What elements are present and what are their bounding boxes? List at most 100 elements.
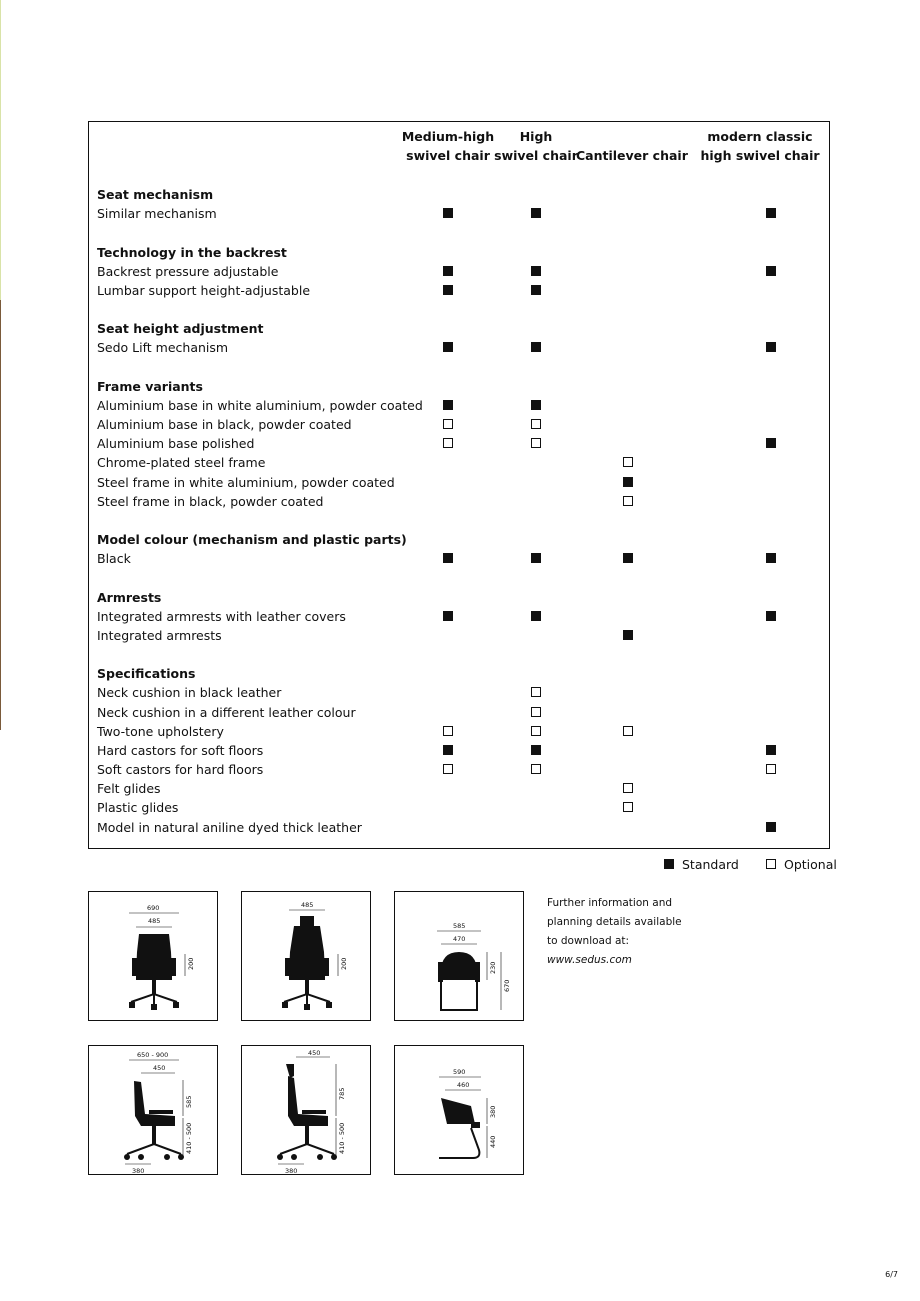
- spec-table-frame: [88, 121, 830, 849]
- optional-marker-icon: [623, 457, 633, 468]
- diagram-medium-high-front: 690 485 200: [88, 891, 218, 1021]
- page-number: 6/7: [885, 1270, 898, 1279]
- chair-front-drawing: 690 485 200: [129, 904, 195, 1010]
- feature-label: Sedo Lift mechanism: [97, 340, 229, 356]
- section-heading: Frame variants: [97, 378, 203, 394]
- feature-label: Aluminium base in white aluminium, powde…: [97, 397, 423, 413]
- standard-marker-icon: [766, 610, 776, 621]
- page-edge-line: [0, 300, 1, 730]
- feature-label: Aluminium base polished: [97, 436, 255, 452]
- svg-text:410 - 500: 410 - 500: [338, 1123, 346, 1154]
- svg-text:450: 450: [308, 1049, 320, 1057]
- svg-text:650 - 900: 650 - 900: [137, 1051, 168, 1059]
- chair-side-drawing: 450 785 410 - 500 380: [277, 1049, 346, 1175]
- standard-marker-icon: [766, 553, 776, 564]
- svg-text:450: 450: [153, 1064, 165, 1072]
- feature-label: Aluminium base in black, powder coated: [97, 417, 352, 433]
- standard-marker-icon: [443, 610, 453, 621]
- svg-text:410 - 500: 410 - 500: [185, 1123, 193, 1154]
- svg-text:200: 200: [187, 958, 195, 970]
- optional-marker-icon: [531, 706, 541, 717]
- feature-label: Two-tone upholstery: [97, 723, 224, 739]
- standard-marker-icon: [531, 342, 541, 353]
- standard-marker-icon: [443, 208, 453, 219]
- svg-text:380: 380: [132, 1167, 144, 1175]
- svg-text:590: 590: [453, 1068, 465, 1076]
- feature-label: Steel frame in white aluminium, powder c…: [97, 474, 395, 490]
- svg-text:200: 200: [340, 958, 348, 970]
- cantilever-front-drawing: 585 470 230 670: [437, 922, 511, 1011]
- legend-standard-label: Standard: [682, 857, 739, 872]
- section-heading: Specifications: [97, 666, 196, 682]
- standard-marker-icon: [623, 629, 633, 640]
- optional-marker-icon: [531, 764, 541, 775]
- standard-marker-icon: [531, 553, 541, 564]
- chair-side-drawing: 650 - 900 450 585 410 - 500 380: [124, 1051, 193, 1175]
- svg-text:380: 380: [489, 1106, 497, 1118]
- optional-marker-icon: [623, 802, 633, 813]
- optional-marker-icon: [531, 438, 541, 449]
- chair-front-drawing: 485 200: [282, 901, 348, 1010]
- section-heading: Seat mechanism: [97, 187, 214, 202]
- standard-marker-icon: [664, 859, 674, 869]
- feature-label: Plastic glides: [97, 800, 179, 816]
- svg-text:485: 485: [301, 901, 313, 909]
- standard-marker-icon: [443, 744, 453, 755]
- column-header-cantilever: Cantilever chair: [576, 148, 688, 163]
- feature-label: Similar mechanism: [97, 206, 217, 222]
- standard-marker-icon: [443, 284, 453, 295]
- info-line: Further information and: [547, 897, 673, 909]
- svg-text:470: 470: [453, 935, 465, 943]
- optional-marker-icon: [531, 419, 541, 430]
- standard-marker-icon: [443, 399, 453, 410]
- diagram-cantilever-front: 585 470 230 670: [394, 891, 524, 1021]
- standard-marker-icon: [443, 342, 453, 353]
- optional-marker-icon: [443, 725, 453, 736]
- cantilever-side-drawing: 590 460 380 440: [439, 1068, 497, 1159]
- optional-marker-icon: [443, 764, 453, 775]
- feature-label: Steel frame in black, powder coated: [97, 493, 324, 509]
- section-heading: Seat height adjustment: [97, 321, 264, 337]
- optional-marker-icon: [531, 725, 541, 736]
- standard-marker-icon: [623, 553, 633, 564]
- standard-marker-icon: [531, 208, 541, 219]
- svg-text:230: 230: [489, 962, 497, 974]
- page-edge-line: [0, 0, 1, 300]
- website-link[interactable]: www.sedus.com: [547, 954, 632, 966]
- diagram-high-front: 485 200: [241, 891, 371, 1021]
- svg-text:670: 670: [503, 980, 511, 992]
- feature-label: Hard castors for soft floors: [97, 742, 264, 758]
- feature-label: Soft castors for hard floors: [97, 762, 264, 778]
- standard-marker-icon: [531, 610, 541, 621]
- standard-marker-icon: [531, 265, 541, 276]
- feature-label: Black: [97, 551, 131, 567]
- svg-text:485: 485: [148, 917, 160, 925]
- feature-label: Integrated armrests with leather covers: [97, 608, 346, 624]
- optional-marker-icon: [623, 495, 633, 506]
- standard-marker-icon: [766, 208, 776, 219]
- svg-text:460: 460: [457, 1081, 469, 1089]
- standard-marker-icon: [623, 476, 633, 487]
- svg-text:585: 585: [453, 922, 465, 930]
- standard-marker-icon: [531, 284, 541, 295]
- feature-label: Chrome-plated steel frame: [97, 455, 266, 471]
- standard-marker-icon: [766, 744, 776, 755]
- optional-marker-icon: [623, 783, 633, 794]
- svg-text:785: 785: [338, 1088, 346, 1100]
- svg-text:585: 585: [185, 1096, 193, 1108]
- optional-marker-icon: [766, 764, 776, 775]
- info-line: planning details available: [547, 916, 682, 928]
- info-line: to download at:: [547, 935, 630, 947]
- diagram-medium-high-side: 650 - 900 450 585 410 - 500 380: [88, 1045, 218, 1175]
- standard-marker-icon: [766, 438, 776, 449]
- optional-marker-icon: [443, 419, 453, 430]
- optional-marker-icon: [443, 438, 453, 449]
- svg-text:440: 440: [489, 1136, 497, 1148]
- standard-marker-icon: [766, 265, 776, 276]
- svg-text:380: 380: [285, 1167, 297, 1175]
- feature-label: Neck cushion in black leather: [97, 685, 282, 701]
- section-heading: Model colour (mechanism and plastic part…: [97, 532, 407, 548]
- svg-text:690: 690: [147, 904, 159, 912]
